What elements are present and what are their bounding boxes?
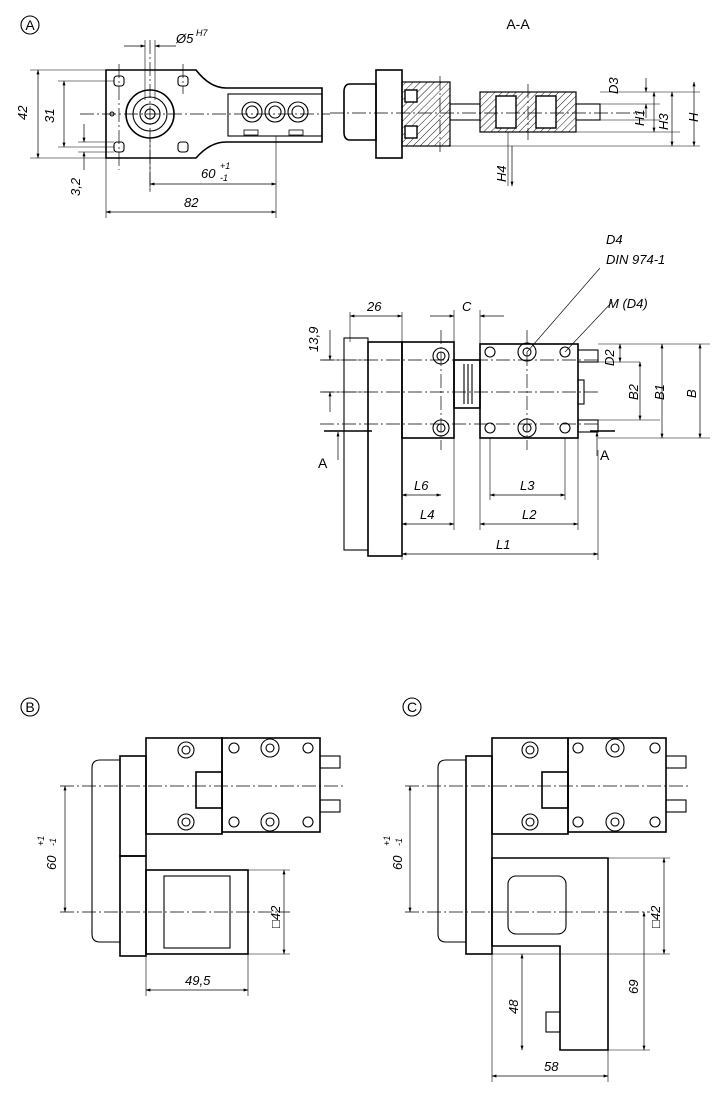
dim-60-upper-tol: +1	[220, 161, 230, 171]
dim-d3-label: D3	[606, 77, 621, 94]
dim-c-60-upper-tol: +1	[382, 836, 392, 846]
dim-d2-label: D2	[602, 349, 617, 366]
view-a-marker: A	[20, 15, 40, 35]
view-a: A	[15, 15, 330, 218]
view-c: C 60 +1 -1 □42 69 48	[382, 697, 690, 1082]
dim-82-label: 82	[184, 195, 199, 210]
dim-l6-label: L6	[414, 478, 429, 493]
dim-b-label: B	[684, 389, 699, 398]
motor-back	[343, 337, 369, 551]
dim-26-label: 26	[366, 299, 382, 314]
dim-din-label: DIN 974-1	[606, 252, 665, 267]
dim-60-label: 60	[201, 166, 216, 181]
view-b-marker: B	[20, 697, 40, 717]
dim-bore-label: Ø5	[175, 31, 194, 46]
dim-c-60-label: 60	[390, 855, 405, 870]
flange-section	[375, 69, 403, 159]
section-marker-left: A	[318, 455, 328, 471]
carriage-end	[227, 93, 323, 137]
svg-text:A: A	[25, 17, 35, 33]
dim-bore-tolerance: H7	[196, 28, 208, 38]
dim-b-60-label: 60	[44, 855, 59, 870]
guide-rod	[449, 103, 481, 121]
view-c-marker: C	[402, 697, 422, 717]
dim-l3-label: L3	[520, 478, 535, 493]
svg-text:C: C	[407, 699, 417, 715]
flange-top	[367, 341, 403, 557]
motor-back-b	[91, 759, 121, 943]
dim-c-48-label: 48	[506, 999, 521, 1014]
dim-b-60-upper-tol: +1	[36, 836, 46, 846]
motor-back-c	[437, 759, 467, 943]
dim-42-label: 42	[15, 105, 30, 120]
dim-c-label: C	[462, 299, 472, 314]
dim-c-60-lower-tol: -1	[394, 838, 404, 846]
dim-l1-label: L1	[496, 537, 510, 552]
dim-60-lower-tol: -1	[220, 173, 228, 183]
section-title: A-A	[506, 16, 530, 32]
section-view: A-A D3 H1 H3 H H4	[330, 16, 701, 187]
dim-b1-label: B1	[652, 384, 667, 400]
guide-block-top	[401, 341, 455, 439]
motor-cap	[343, 83, 377, 141]
carriage-top-holes	[484, 342, 571, 438]
dim-31-label: 31	[42, 109, 57, 123]
dim-d4-label: D4	[606, 232, 623, 247]
carriage-b	[221, 737, 321, 833]
dim-h1-label: H1	[632, 109, 647, 126]
dim-h3-label: H3	[656, 113, 671, 130]
carriage-holes	[241, 101, 309, 136]
dim-b2-label: B2	[626, 383, 641, 400]
dim-b-sq42-label: □42	[268, 905, 283, 928]
dim-c-58-label: 58	[544, 1059, 559, 1074]
svg-text:B: B	[25, 699, 34, 715]
dim-md4-label: M (D4)	[608, 296, 648, 311]
flange-plate	[105, 69, 323, 159]
view-b: B 60 +1 -1 □42 49,5	[20, 697, 345, 996]
dim-l4-label: L4	[420, 507, 434, 522]
section-marker-right: A	[600, 447, 610, 463]
top-view: 26 C 13,9 D4 DIN 974-1 M (D4) D2 B2 B1 B…	[306, 232, 710, 560]
dim-l2-label: L2	[522, 507, 537, 522]
dim-h4-label: H4	[494, 165, 509, 182]
dim-c-69-label: 69	[626, 980, 641, 994]
dim-b-49-5-label: 49,5	[185, 973, 211, 988]
dim-3-2-label: 3,2	[68, 177, 83, 196]
dim-b-60-lower-tol: -1	[48, 838, 58, 846]
dim-h-label: H	[686, 112, 701, 122]
dim-c-sq42-label: □42	[648, 905, 663, 928]
carriage-c	[567, 737, 667, 833]
dim-13-9-label: 13,9	[306, 327, 321, 352]
